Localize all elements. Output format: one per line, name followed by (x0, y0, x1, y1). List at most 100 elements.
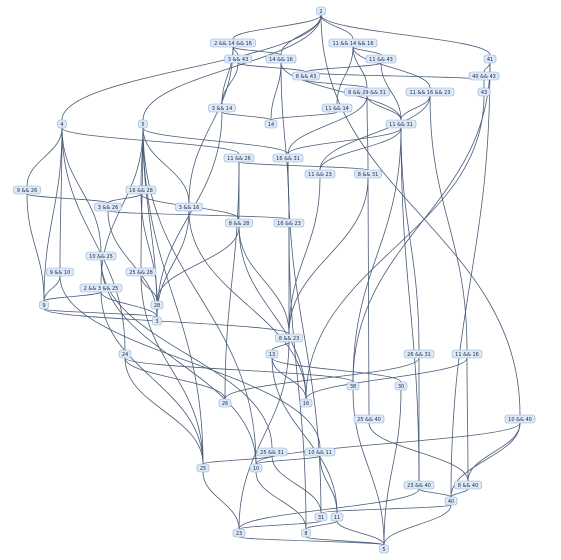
node-n9_10[interactable]: 9 && 10 (46, 267, 74, 277)
node-n25[interactable]: 25 (196, 463, 210, 473)
node-box (265, 349, 279, 359)
node-n4[interactable]: 4 (57, 119, 67, 129)
node-n8_31[interactable]: 8 && 31 (354, 169, 382, 179)
node-label: 8 && 29 && 31 (348, 90, 386, 96)
node-n14_16[interactable]: 14 && 16 (265, 54, 297, 64)
node-n3_14[interactable]: 3 && 14 (208, 103, 236, 113)
edge-n40-n31 (320, 504, 452, 514)
node-n8_29_31[interactable]: 8 && 29 && 31 (344, 87, 390, 97)
node-box (353, 414, 385, 424)
node-box (354, 169, 382, 179)
node-n23[interactable]: 23 (232, 528, 246, 538)
edge-n11_43-n8_43 (305, 62, 382, 73)
node-n16_31[interactable]: 16 && 31 (272, 153, 304, 163)
node-label: 8 && 31 (358, 172, 379, 178)
edge-n25_40-n8_40 (368, 422, 469, 482)
node-n10[interactable]: 10 (249, 463, 263, 473)
node-n23_40[interactable]: 23 && 40 (403, 480, 435, 490)
node-n3_16[interactable]: 3 && 16 (175, 202, 203, 212)
node-n8_40[interactable]: 8 && 40 (454, 480, 482, 490)
node-n3[interactable]: 3 (152, 316, 162, 326)
node-n5b[interactable]: 5 (379, 544, 389, 554)
node-box (256, 447, 288, 457)
node-box (85, 251, 117, 261)
node-n11_16_23[interactable]: 11 && 16 && 23 (405, 87, 455, 97)
node-n10_40[interactable]: 10 && 40 (504, 414, 536, 424)
node-n11_14_16[interactable]: 11 && 14 && 16 (328, 38, 378, 48)
node-n3_26[interactable]: 3 && 26 (94, 202, 122, 212)
node-n25_40[interactable]: 25 && 40 (353, 414, 385, 424)
node-n2_14_16[interactable]: 2 && 14 && 16 (210, 38, 256, 48)
node-box (224, 54, 252, 64)
edge-n40-n5b (383, 504, 452, 546)
node-label: 24 (122, 352, 128, 358)
node-n11_26[interactable]: 11 && 26 (223, 153, 255, 163)
node-label: 16 (303, 401, 309, 407)
node-n11_31[interactable]: 11 && 31 (385, 119, 417, 129)
node-n28[interactable]: 28 (150, 300, 164, 310)
node-n9_26[interactable]: 9 && 26 (13, 185, 41, 195)
node-label: 16 && 28 (129, 188, 153, 194)
node-box (346, 381, 360, 391)
node-n41[interactable]: 41 (483, 54, 497, 64)
node-n11_23[interactable]: 11 && 23 (304, 169, 336, 179)
node-n38[interactable]: 38 (346, 381, 360, 391)
node-box (138, 119, 148, 129)
edge-n38-n5b (352, 389, 385, 546)
node-n10_11[interactable]: 10 && 11 (304, 447, 336, 457)
node-label: 26 && 31 (407, 352, 431, 358)
node-box (292, 71, 320, 81)
node-n5a[interactable]: 5 (138, 119, 148, 129)
node-box (265, 54, 297, 64)
node-label: 11 (334, 515, 340, 521)
node-n11_43[interactable]: 11 && 43 (365, 54, 397, 64)
node-n11_16[interactable]: 11 && 16 (451, 349, 483, 359)
node-n16_28[interactable]: 16 && 28 (125, 185, 157, 195)
node-n9[interactable]: 9 (39, 300, 49, 310)
node-n10_25[interactable]: 10 && 25 (85, 251, 117, 261)
node-n25_28[interactable]: 25 && 28 (125, 267, 157, 277)
node-n11[interactable]: 11 (330, 512, 344, 522)
node-n40_43[interactable]: 40 && 43 (468, 71, 500, 81)
node-n24[interactable]: 24 (118, 349, 132, 359)
node-n8_28[interactable]: 8 && 28 (225, 218, 253, 228)
node-n26[interactable]: 26 (218, 398, 232, 408)
node-n8_43[interactable]: 8 && 43 (292, 71, 320, 81)
node-n31[interactable]: 31 (314, 512, 328, 522)
node-n26_31[interactable]: 26 && 31 (403, 349, 435, 359)
edge-n2-n4 (61, 14, 322, 121)
edge-n31-n23 (238, 520, 322, 530)
node-n8_23[interactable]: 8 && 23 (275, 333, 303, 343)
edge-n3_26-n16_23 (107, 210, 290, 220)
edge-n10_25-n10 (100, 259, 257, 465)
node-n16[interactable]: 16 (299, 398, 313, 408)
node-n11_14[interactable]: 11 && 14 (321, 103, 353, 113)
node-box (403, 349, 435, 359)
node-n25_31[interactable]: 25 && 31 (256, 447, 288, 457)
node-box (196, 463, 210, 473)
edge-n5a-n2_3_25 (100, 127, 144, 285)
node-label: 11 && 23 (308, 172, 332, 178)
node-n30[interactable]: 30 (394, 381, 408, 391)
node-n43[interactable]: 43 (477, 87, 491, 97)
node-label: 10 && 40 (508, 417, 532, 423)
node-n2_3_25[interactable]: 2 && 3 && 25 (79, 283, 123, 293)
node-n13[interactable]: 13 (265, 349, 279, 359)
node-box (218, 398, 232, 408)
node-n16_23[interactable]: 16 && 23 (273, 218, 305, 228)
node-n14[interactable]: 14 (264, 119, 278, 129)
node-box (94, 202, 122, 212)
node-n40[interactable]: 40 (444, 496, 458, 506)
node-label: 9 && 10 (50, 270, 71, 276)
node-n8[interactable]: 8 (301, 528, 311, 538)
edge-n26_31-n26 (224, 357, 420, 400)
node-n2[interactable]: 2 (316, 6, 326, 16)
node-box (39, 300, 49, 310)
edge-n41-n40_43 (483, 62, 491, 73)
node-label: 5 (382, 547, 385, 553)
edge-n14_16-n11_31 (280, 62, 402, 121)
edge-n23_40-n23 (238, 488, 420, 530)
node-n3_43[interactable]: 3 && 43 (224, 54, 252, 64)
node-box (304, 447, 336, 457)
